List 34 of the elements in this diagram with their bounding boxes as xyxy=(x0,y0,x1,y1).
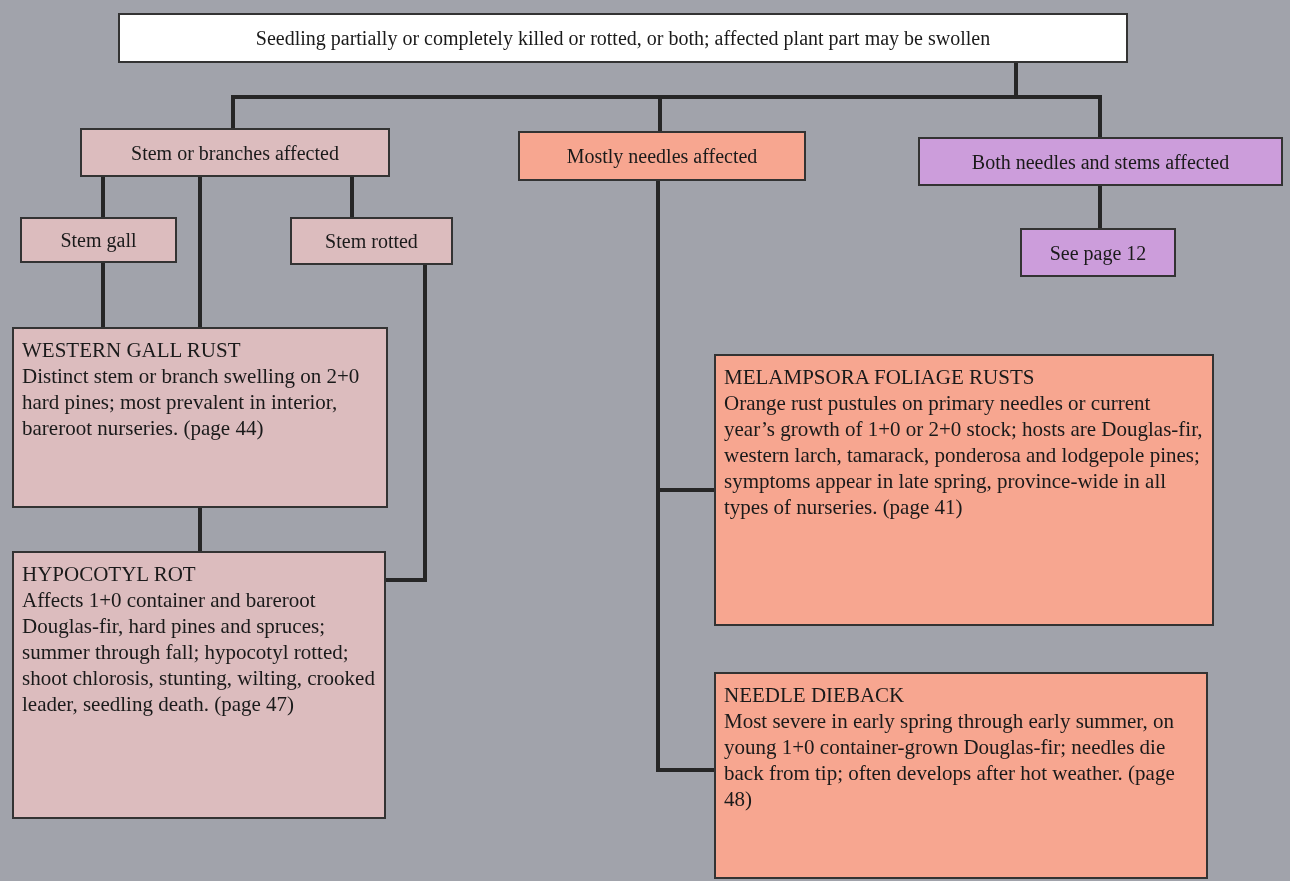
symptom-box xyxy=(118,13,1128,63)
connector-line xyxy=(1098,186,1102,228)
symptom-text: Mostly needles affected xyxy=(566,144,758,168)
symptom-box xyxy=(518,131,806,181)
connector-line xyxy=(198,508,202,551)
connector-line xyxy=(386,265,427,582)
disease-box xyxy=(12,551,386,819)
disease-box xyxy=(12,327,388,508)
connector-line xyxy=(1014,63,1102,137)
symptom-text: Stem rotted xyxy=(325,229,418,253)
disease-name: WESTERN GALL RUST xyxy=(22,337,242,363)
symptom-text: See page 12 xyxy=(1049,240,1147,265)
symptom-box xyxy=(80,128,390,177)
symptom-box xyxy=(20,217,177,263)
symptom-text: Both needles and stems affected xyxy=(971,149,1230,174)
connector-line xyxy=(350,177,354,217)
disease-name: MELAMPSORA FOLIAGE RUSTS xyxy=(724,364,1036,390)
disease-description: Affects 1+0 container and bareroot Douglas-fir, hard pines and spruces; summer through fall; hypocotyl rotted; shoot chlorosis, stunting, wilting, crooked leader, seedling death. (page 47) xyxy=(22,587,376,717)
symptom-box xyxy=(918,137,1283,186)
symptom-text: Seedling partially or completely killed or rotted, or both; affected plant part may be swollen xyxy=(255,26,991,50)
symptom-text: Stem or branches affected xyxy=(131,140,339,165)
symptom-box xyxy=(290,217,453,265)
symptom-box xyxy=(1020,228,1176,277)
disease-name: HYPOCOTYL ROT xyxy=(22,561,197,587)
connector-line xyxy=(101,177,105,217)
symptom-text: Stem gall xyxy=(60,228,137,252)
connector-line xyxy=(198,177,202,327)
disease-description: Distinct stem or branch swelling on 2+0 hard pines; most prevalent in interior, bareroot nurseries. (page 44) xyxy=(22,363,361,441)
disease-name: NEEDLE DIEBACK xyxy=(724,682,906,708)
disease-box xyxy=(714,672,1208,879)
connector-line xyxy=(101,263,105,327)
disease-description: Orange rust pustules on primary needles or current year’s growth of 1+0 or 2+0 stock; hosts are Douglas-fir, western larch, tamarack, ponderosa and lodgepole pines; symptoms appear in late spring, province-wide in all types of nurseries. (page 41) xyxy=(724,390,1204,520)
disease-description: Most severe in early spring through early summer, on young 1+0 container-grown Douglas-fir; needles die back from tip; often develops after hot weather. (page 48) xyxy=(724,708,1176,812)
disease-box xyxy=(714,354,1214,626)
